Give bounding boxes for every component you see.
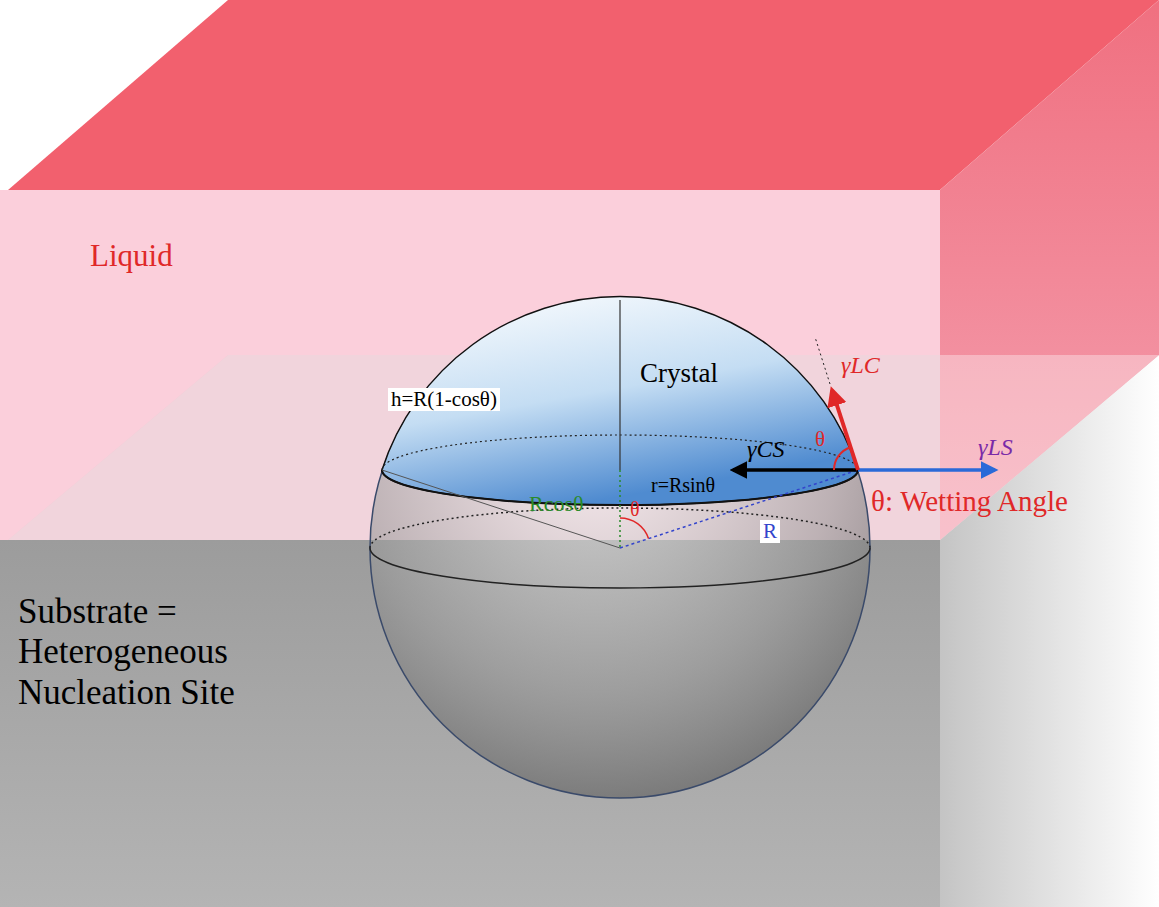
radius-label: R <box>760 520 780 543</box>
node-text: Liquid <box>90 238 175 274</box>
height-formula: Rcosθ <box>526 492 587 516</box>
crystal-cap-node: Crystal <box>636 356 724 392</box>
gamma-cs-arrow <box>733 468 858 472</box>
tension-label: γLS <box>975 434 1016 460</box>
angle-symbol: θ <box>627 498 643 520</box>
equator-front <box>370 548 870 588</box>
height-formula: h=R(1-cosθ) <box>388 388 500 411</box>
gamma-ls-arrow <box>858 468 995 472</box>
node-text: Substrate = Heterogeneous Nucleation Sit… <box>18 592 310 713</box>
radius-line <box>620 470 858 548</box>
radius-formula: r=Rsinθ <box>648 474 718 496</box>
tension-label: γCS <box>744 436 787 462</box>
wetting-angle-legend: θ: Wetting Angle <box>868 486 1071 518</box>
crystal-cap <box>382 297 858 505</box>
axis-line <box>619 300 620 470</box>
center-angle-arc <box>620 518 649 539</box>
angle-symbol: θ <box>812 428 828 451</box>
liquid-region: Liquid <box>86 236 179 276</box>
tension-label: γLC <box>838 352 883 378</box>
gamma-lc-arrow <box>832 390 858 470</box>
cone-line <box>382 470 620 548</box>
node-text: Crystal <box>640 358 720 389</box>
tangent-line <box>815 337 830 384</box>
rcos-line <box>619 470 621 548</box>
wetting-angle-arc <box>834 447 851 470</box>
substrate-region: Substrate = Heterogeneous Nucleation Sit… <box>14 590 314 715</box>
